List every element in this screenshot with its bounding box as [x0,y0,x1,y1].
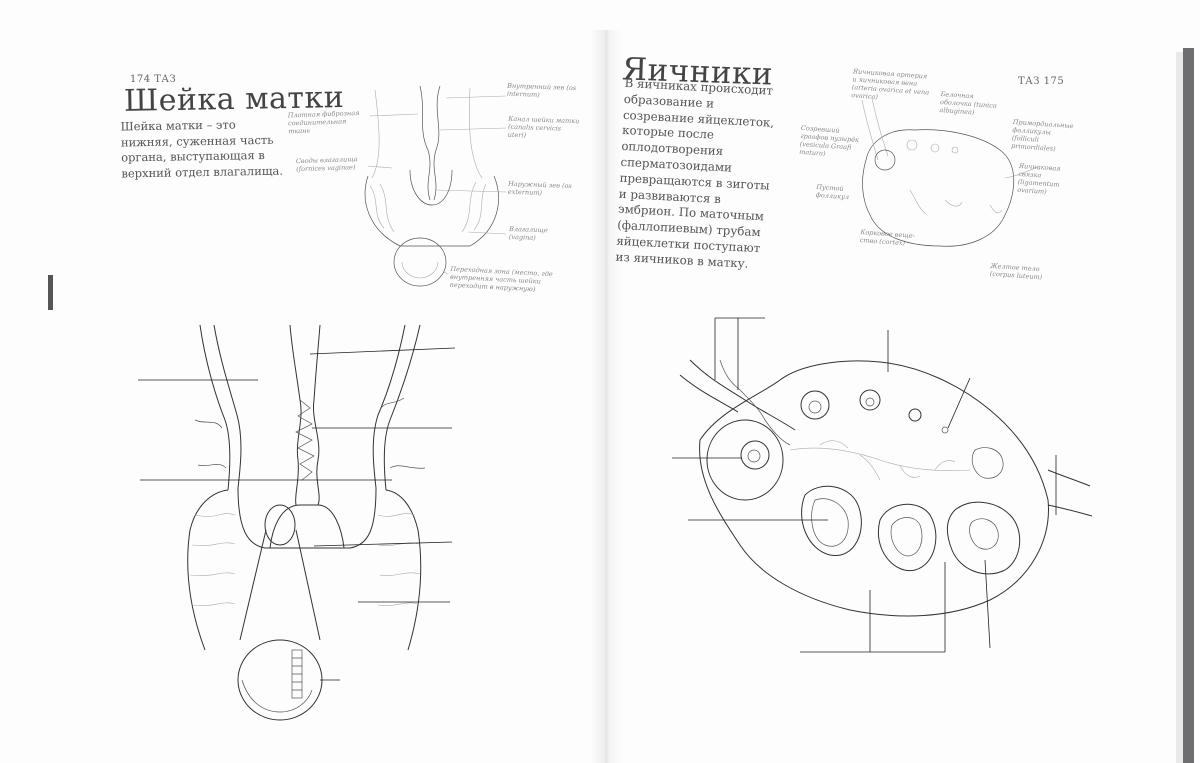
right-page-number: ТАЗ 175 [1018,76,1065,87]
ovary-reference-illustration [861,97,1041,247]
left-page-number: 174 ТАЗ [130,74,177,85]
right-page [606,0,1200,763]
book-cover-edge [1183,48,1194,763]
cervix-diagram [138,324,456,721]
cervix-reference-illustration [364,85,507,287]
page-block-edge [1176,52,1184,763]
cover-tab [48,275,53,310]
ovary-diagram [672,317,1093,653]
left-page [0,0,606,763]
book-spine [590,30,622,763]
